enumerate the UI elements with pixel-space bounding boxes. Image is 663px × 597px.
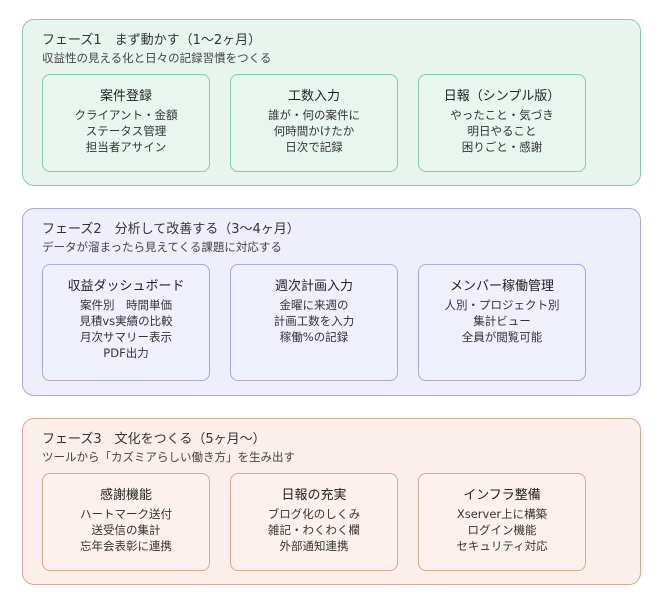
card-line: Xserver上に構築 bbox=[456, 507, 548, 521]
phase-1-card-project-registration: 案件登録 クライアント・金額 ステータス管理 担当者アサイン bbox=[42, 74, 210, 172]
card-line: ブログ化のしくみ bbox=[267, 507, 361, 521]
card-line: 稼働%の記録 bbox=[279, 330, 349, 344]
card-line: 月次サマリー表示 bbox=[80, 330, 172, 344]
phase-3-panel: フェーズ3 文化をつくる（5ヶ月〜） ツールから「カズミアらしい働き方」を生み出… bbox=[22, 418, 641, 585]
card-title: 日報（シンプル版） bbox=[443, 89, 561, 104]
phase-3-card-daily-report-plus: 日報の充実 ブログ化のしくみ 雑記・わくわく欄 外部通知連携 bbox=[230, 473, 398, 571]
card-line: 計画工数を入力 bbox=[273, 314, 355, 328]
card-title: 感謝機能 bbox=[99, 488, 152, 503]
phase-2-subtitle: データが溜まったら見えてくる課題に対応する bbox=[42, 240, 282, 254]
card-line: PDF出力 bbox=[103, 346, 149, 360]
card-line: 案件別 時間単価 bbox=[80, 298, 172, 312]
card-line: 金曜に来週の bbox=[279, 298, 349, 312]
phase-2-header: フェーズ2 分析して改善する（3〜4ヶ月） データが溜まったら見えてくる課題に対… bbox=[42, 221, 300, 255]
phase-1-card-time-entry: 工数入力 誰が・何の案件に 何時間かけたか 日次で記録 bbox=[230, 74, 398, 172]
phase-2-title: フェーズ2 分析して改善する（3〜4ヶ月） bbox=[42, 222, 300, 237]
card-line: 全員が閲覧可能 bbox=[461, 330, 543, 344]
card-line: 明日やること bbox=[467, 124, 537, 138]
phase-1-panel: フェーズ1 まず動かす（1〜2ヶ月） 収益性の見える化と日々の記録習慣をつくる … bbox=[22, 19, 641, 186]
card-line: ハートマーク送付 bbox=[80, 507, 172, 521]
card-line: 集計ビュー bbox=[473, 314, 531, 328]
card-title: インフラ整備 bbox=[463, 488, 541, 503]
card-title: 収益ダッシュボード bbox=[67, 279, 185, 294]
card-title: 日報の充実 bbox=[281, 488, 347, 503]
card-line: 日次で記録 bbox=[285, 140, 343, 154]
card-line: ログイン機能 bbox=[467, 523, 537, 537]
card-line: 送受信の集計 bbox=[91, 523, 161, 537]
card-line: 人別・プロジェクト別 bbox=[444, 298, 560, 312]
card-line: 外部通知連携 bbox=[279, 539, 349, 553]
phase-3-card-infrastructure: インフラ整備 Xserver上に構築 ログイン機能 セキュリティ対応 bbox=[418, 473, 586, 571]
card-line: 困りごと・感謝 bbox=[461, 140, 543, 154]
phase-2-card-weekly-plan: 週次計画入力 金曜に来週の 計画工数を入力 稼働%の記録 bbox=[230, 264, 398, 381]
card-line: やったこと・気づき bbox=[450, 108, 554, 122]
card-line: セキュリティ対応 bbox=[456, 539, 548, 553]
card-line: 何時間かけたか bbox=[273, 124, 355, 138]
phase-2-card-member-utilization: メンバー稼働管理 人別・プロジェクト別 集計ビュー 全員が閲覧可能 bbox=[418, 264, 586, 381]
card-title: メンバー稼働管理 bbox=[449, 279, 554, 294]
card-line: ステータス管理 bbox=[85, 124, 167, 138]
card-line: 担当者アサイン bbox=[85, 140, 167, 154]
phase-2-panel: フェーズ2 分析して改善する（3〜4ヶ月） データが溜まったら見えてくる課題に対… bbox=[22, 208, 641, 396]
card-line: 見積vs実績の比較 bbox=[79, 314, 173, 328]
phase-1-header: フェーズ1 まず動かす（1〜2ヶ月） 収益性の見える化と日々の記録習慣をつくる bbox=[42, 32, 271, 66]
phase-3-card-thanks: 感謝機能 ハートマーク送付 送受信の集計 忘年会表彰に連携 bbox=[42, 473, 210, 571]
phase-1-card-daily-report: 日報（シンプル版） やったこと・気づき 明日やること 困りごと・感謝 bbox=[418, 74, 586, 172]
card-title: 週次計画入力 bbox=[274, 279, 353, 294]
phase-1-subtitle: 収益性の見える化と日々の記録習慣をつくる bbox=[42, 51, 272, 65]
phase-1-title: フェーズ1 まず動かす（1〜2ヶ月） bbox=[42, 33, 262, 48]
card-line: 誰が・何の案件に bbox=[268, 108, 360, 122]
card-title: 工数入力 bbox=[287, 89, 340, 104]
card-line: 忘年会表彰に連携 bbox=[80, 539, 172, 553]
card-line: 雑記・わくわく欄 bbox=[268, 523, 360, 537]
phase-2-card-revenue-dashboard: 収益ダッシュボード 案件別 時間単価 見積vs実績の比較 月次サマリー表示 PD… bbox=[42, 264, 210, 381]
phase-3-subtitle: ツールから「カズミアらしい働き方」を生み出す bbox=[42, 450, 295, 464]
phase-3-title: フェーズ3 文化をつくる（5ヶ月〜） bbox=[42, 432, 266, 447]
card-title: 案件登録 bbox=[99, 89, 152, 104]
phase-3-header: フェーズ3 文化をつくる（5ヶ月〜） ツールから「カズミアらしい働き方」を生み出… bbox=[42, 431, 295, 465]
card-line: クライアント・金額 bbox=[74, 108, 178, 122]
